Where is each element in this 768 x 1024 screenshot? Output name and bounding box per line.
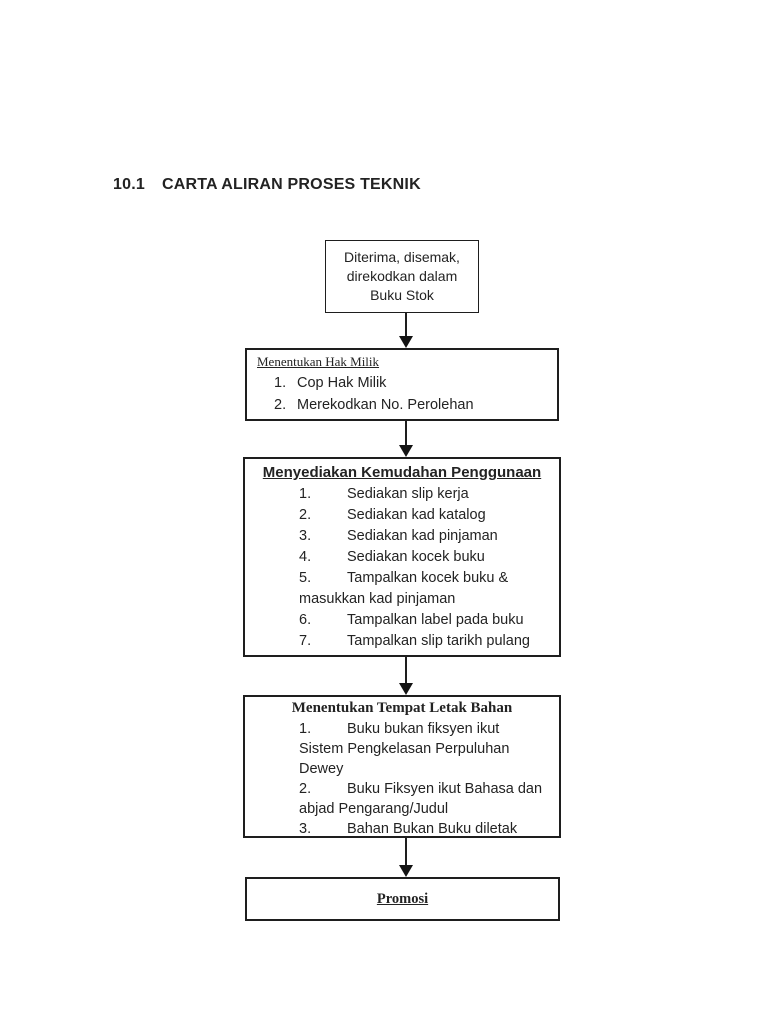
list-item: 3. Sediakan kad pinjaman [245,526,559,547]
list-item: 2. Sediakan kad katalog [245,505,559,526]
arrow-shaft [405,421,407,445]
list-item-text: Buku Fiksyen ikut Bahasa dan abjad Penga… [299,781,543,817]
list-item: 3. Bahan Bukan Buku diletak [245,819,559,839]
list-item-number: 3. [299,528,312,544]
arrow-head-icon [399,683,413,695]
flow-box-kemudahan: Menyediakan Kemudahan Penggunaan 1. Sedia… [243,457,561,657]
flow-box-hak-milik-items: 1. Cop Hak Milik 2. Merekodkan No. Peroleh… [247,372,557,416]
list-item: 1. Cop Hak Milik [247,372,557,394]
list-item: 5.Tampalkan kocek buku & masukkan kad pi… [245,568,559,610]
list-item-number: 1. [274,375,287,391]
list-item-text: Sediakan kocek buku [347,549,485,565]
flow-box-terima: Diterima, disemak, direkodkan dalam Buku… [325,240,479,313]
list-item-text: Bahan Bukan Buku diletak [347,821,518,837]
flow-box-tempat-letak: Menentukan Tempat Letak Bahan 1.Buku buk… [243,695,561,838]
list-item-number: 5. [299,570,312,586]
flow-box-kemudahan-heading: Menyediakan Kemudahan Penggunaan [262,464,542,481]
list-item-text: Sediakan kad pinjaman [347,528,498,544]
flow-arrow-down-4 [399,838,413,877]
flow-arrow-down-3 [399,657,413,695]
arrow-head-icon [399,445,413,457]
flow-box-promosi-heading: Promosi [376,890,429,907]
arrow-shaft [405,657,407,683]
list-item-number: 1. [299,486,312,502]
list-item: 4. Sediakan kocek buku [245,547,559,568]
list-item: 2. Merekodkan No. Perolehan [247,394,557,416]
list-item-text: Sediakan kad katalog [347,507,486,523]
flow-box-tempat-letak-items: 1.Buku bukan fiksyen ikut Sistem Pengkel… [245,719,559,839]
flow-box-promosi: Promosi [245,877,560,921]
list-item-text: Tampalkan slip tarikh pulang [347,633,530,649]
page-title: 10.1 CARTA ALIRAN PROSES TEKNIK [113,176,421,194]
flow-box-kemudahan-items: 1. Sediakan slip kerja 2. Sediakan kad kat… [245,484,559,652]
list-item-number: 2. [274,397,287,413]
list-item: 1.Buku bukan fiksyen ikut Sistem Pengkel… [245,719,559,779]
section-title-text: CARTA ALIRAN PROSES TEKNIK [162,176,421,193]
list-item-number: 1. [299,721,312,737]
flow-box-hak-milik-heading: Menentukan Hak Milik [257,354,380,369]
list-item-number: 3. [299,821,312,837]
list-item-number: 2. [299,781,312,797]
list-item-text: Sediakan slip kerja [347,486,469,502]
flow-arrow-down-2 [399,421,413,457]
list-item-number: 2. [299,507,312,523]
flow-box-hak-milik: Menentukan Hak Milik 1. Cop Hak Milik 2. M… [245,348,559,421]
list-item-text: Buku bukan fiksyen ikut Sistem Pengkelas… [299,721,510,777]
flow-arrow-down-1 [399,313,413,348]
flow-box-terima-text: Diterima, disemak, direkodkan dalam Buku… [344,249,460,303]
list-item: 6. Tampalkan label pada buku [245,610,559,631]
arrow-head-icon [399,865,413,877]
list-item: 1. Sediakan slip kerja [245,484,559,505]
list-item-text: Tampalkan kocek buku & masukkan kad pinj… [299,570,509,607]
arrow-shaft [405,838,407,865]
flow-box-tempat-letak-heading: Menentukan Tempat Letak Bahan [291,700,513,716]
list-item: 2.Buku Fiksyen ikut Bahasa dan abjad Pen… [245,779,559,819]
list-item-text: Tampalkan label pada buku [347,612,524,628]
list-item-text: Cop Hak Milik [297,375,387,391]
list-item-number: 6. [299,612,312,628]
list-item-text: Merekodkan No. Perolehan [297,397,474,413]
arrow-shaft [405,313,407,336]
section-number: 10.1 [113,176,145,193]
list-item-number: 7. [299,633,312,649]
list-item: 7. Tampalkan slip tarikh pulang [245,631,559,652]
list-item-number: 4. [299,549,312,565]
arrow-head-icon [399,336,413,348]
